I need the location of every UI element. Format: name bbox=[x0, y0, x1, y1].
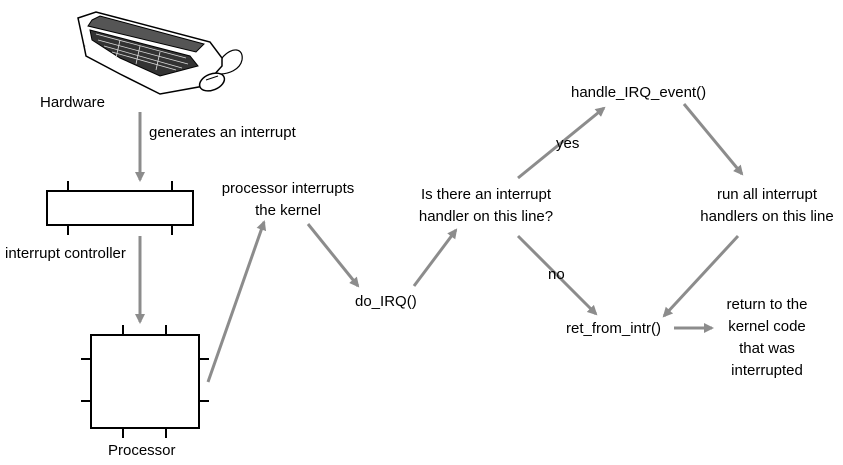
arrow-processor-to-kernel bbox=[206, 220, 267, 383]
arrow-decision-to-ret-no bbox=[516, 234, 598, 316]
no-edge-label: no bbox=[548, 266, 565, 283]
arrow-decision-to-handle-yes bbox=[517, 106, 606, 180]
hardware-label: Hardware bbox=[40, 94, 106, 111]
processor-label: Processor bbox=[108, 442, 176, 459]
do-irq-node: do_IRQ() bbox=[355, 293, 417, 310]
handle-irq-event-node: handle_IRQ_event() bbox=[571, 84, 707, 101]
arrow-run-all-to-ret bbox=[662, 234, 740, 318]
arrow-kernel-to-do-irq bbox=[306, 223, 360, 288]
return-to-kernel-node: return to the kernel code that was inter… bbox=[726, 296, 808, 379]
yes-edge-label: yes bbox=[556, 135, 580, 152]
processor-interrupts-label: processor interrupts the kernel bbox=[221, 180, 355, 219]
arrow-do-irq-to-decision bbox=[412, 228, 458, 287]
keyboard-and-mouse-icon bbox=[77, 11, 243, 95]
decision-node: Is there an interrupt handler on this li… bbox=[418, 186, 554, 225]
interrupt-controller-label: interrupt controller bbox=[5, 245, 126, 262]
interrupt-controller-chip bbox=[46, 181, 194, 235]
generates-interrupt-label: generates an interrupt bbox=[149, 124, 296, 141]
run-all-handlers-node: run all interrupt handlers on this line bbox=[700, 186, 834, 225]
ret-from-intr-node: ret_from_intr() bbox=[566, 320, 662, 337]
processor-chip bbox=[81, 325, 209, 438]
arrow-handle-to-run-all bbox=[682, 103, 744, 176]
